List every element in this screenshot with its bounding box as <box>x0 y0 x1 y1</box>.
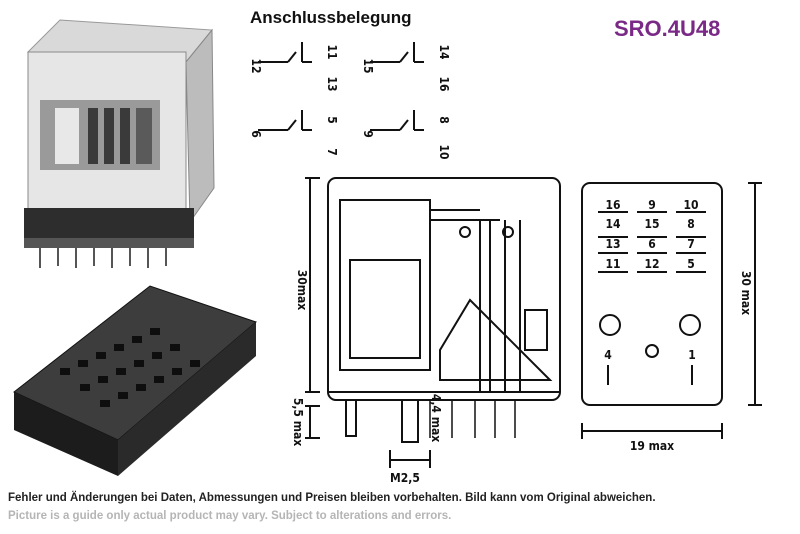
relay-socket-photo <box>13 285 257 476</box>
pin-label: 13 <box>325 76 339 91</box>
pin-label: 6 <box>249 130 263 138</box>
pin-label: 8 <box>437 116 451 124</box>
bottom-pin-label: 16 <box>605 198 620 212</box>
height-dimension-label: 30max <box>295 270 309 311</box>
pin-label: 9 <box>361 130 375 138</box>
pin-length-label: 5,5 max <box>291 398 305 446</box>
bottom-pin-label: 15 <box>644 217 659 231</box>
product-photos <box>13 19 257 476</box>
pin-label: 12 <box>249 58 263 73</box>
stud-length-label: 4,4 max <box>429 394 443 442</box>
disclaimer-german: Fehler und Änderungen bei Daten, Abmessu… <box>8 492 656 504</box>
disclaimer-english: Picture is a guide only actual product m… <box>8 510 452 522</box>
coil-pin-label: 1 <box>688 348 696 362</box>
height-dimension-label: 30 max <box>739 271 753 315</box>
bottom-pin-label: 10 <box>683 198 698 212</box>
product-code: SRO.4U48 <box>614 16 721 41</box>
pin-label: 14 <box>437 44 451 60</box>
bottom-pin-label: 12 <box>644 257 659 271</box>
pin-label: 7 <box>325 148 339 156</box>
pin-label: 5 <box>325 116 339 124</box>
bottom-view-drawing: 16 9 10 14 15 8 13 6 7 11 12 5 4 1 19 ma… <box>581 182 762 453</box>
bottom-pin-label: 14 <box>605 217 621 231</box>
bottom-pin-label: 5 <box>687 257 695 271</box>
thread-label: M2,5 <box>390 471 420 485</box>
bottom-pin-label: 6 <box>648 237 656 251</box>
pinout-schematic: 12 11 13 15 14 16 6 5 7 9 8 10 <box>249 42 451 160</box>
bottom-pin-label: 11 <box>605 257 620 271</box>
bottom-pin-label: 9 <box>648 198 656 212</box>
bottom-pin-label: 13 <box>605 237 620 251</box>
pin-label: 11 <box>325 44 339 59</box>
pinout-title: Anschlussbelegung <box>250 8 412 27</box>
bottom-pin-label: 8 <box>687 217 695 231</box>
pin-label: 15 <box>361 58 375 73</box>
pin-label: 10 <box>437 144 451 159</box>
pin-label: 16 <box>437 76 451 91</box>
bottom-pin-label: 7 <box>687 237 695 251</box>
coil-pin-label: 4 <box>604 348 612 362</box>
side-section-drawing: 30max 5,5 max 4,4 max M2,5 <box>291 177 561 485</box>
width-dimension-label: 19 max <box>630 439 674 453</box>
relay-transparent-photo <box>24 19 215 268</box>
